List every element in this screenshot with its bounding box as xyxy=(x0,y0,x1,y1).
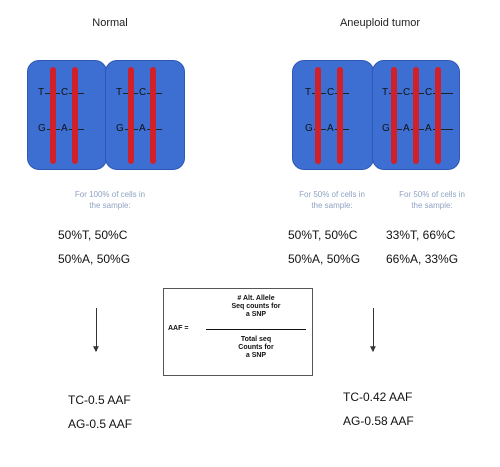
result-tumor-ag: AG-0.58 AAF xyxy=(343,414,414,428)
denominator-line: Total seq xyxy=(240,336,272,343)
down-arrow-tumor xyxy=(373,308,374,351)
tumor-cell-diploid: T C G A xyxy=(292,60,374,170)
freq-normal-ag: 50%A, 50%G xyxy=(58,252,131,266)
base-c: C xyxy=(424,87,434,99)
note-tumor-right: For 50% of cells in the sample: xyxy=(382,189,482,211)
note-line: For 50% of cells in xyxy=(399,190,465,199)
fraction-bar xyxy=(206,329,306,330)
denominator-line: a SNP xyxy=(245,352,267,359)
chromosome xyxy=(128,67,134,164)
numerator-line: Seq counts for xyxy=(231,303,281,310)
chromosome xyxy=(337,67,343,164)
freq-normal-tc: 50%T, 50%C xyxy=(58,228,128,242)
aaf-formula: AAF = # Alt. Allele Seq counts for a SNP… xyxy=(163,288,313,376)
formula-denominator: Total seq Counts for a SNP xyxy=(206,336,306,360)
numerator-line: a SNP xyxy=(245,311,267,318)
result-normal-tc: TC-0.5 AAF xyxy=(68,393,131,407)
base-g: G xyxy=(381,123,391,135)
numerator-line: # Alt. Allele xyxy=(237,295,275,302)
freq-tumor-right-ag: 66%A, 33%G xyxy=(386,252,459,266)
base-g: G xyxy=(37,123,47,135)
chromosome xyxy=(50,67,56,164)
note-line: the sample: xyxy=(411,201,453,210)
base-a: A xyxy=(326,123,335,135)
chromosome xyxy=(435,67,441,164)
base-c: C xyxy=(138,87,148,99)
chromosome xyxy=(413,67,419,164)
base-c: C xyxy=(402,87,412,99)
result-normal-ag: AG-0.5 AAF xyxy=(68,417,133,431)
denominator-line: Counts for xyxy=(238,344,274,351)
base-t: T xyxy=(304,87,313,99)
arrow-head-icon: ▼ xyxy=(368,344,378,355)
note-line: the sample: xyxy=(89,201,131,210)
freq-tumor-left-tc: 50%T, 50%C xyxy=(288,228,358,242)
tumor-title: Aneuploid tumor xyxy=(339,17,421,29)
freq-tumor-left-ag: 50%A, 50%G xyxy=(288,252,361,266)
chromosome xyxy=(150,67,156,164)
note-line: For 50% of cells in xyxy=(299,190,365,199)
note-line: the sample: xyxy=(311,201,353,210)
base-t: T xyxy=(115,87,124,99)
normal-cell-1: T C G A xyxy=(27,60,107,170)
normal-cell-2: T C G A xyxy=(105,60,185,170)
aaf-label: AAF = xyxy=(168,325,189,332)
chromosome xyxy=(72,67,78,164)
chromosome xyxy=(315,67,321,164)
base-a: A xyxy=(60,123,69,135)
note-normal: For 100% of cells in the sample: xyxy=(45,189,175,211)
tumor-cell-triploid: T C C G A A xyxy=(372,60,460,170)
freq-tumor-right-tc: 33%T, 66%C xyxy=(386,228,456,242)
base-t: T xyxy=(381,87,390,99)
base-c: C xyxy=(326,87,336,99)
base-c: C xyxy=(60,87,70,99)
arrow-head-icon: ▼ xyxy=(91,344,101,355)
base-g: G xyxy=(115,123,125,135)
result-tumor-tc: TC-0.42 AAF xyxy=(343,390,413,404)
normal-title: Normal xyxy=(92,17,128,29)
formula-numerator: # Alt. Allele Seq counts for a SNP xyxy=(206,295,306,319)
down-arrow-normal xyxy=(96,308,97,351)
base-a: A xyxy=(138,123,147,135)
base-a: A xyxy=(402,123,411,135)
chromosome xyxy=(391,67,397,164)
base-g: G xyxy=(304,123,314,135)
base-a: A xyxy=(424,123,433,135)
note-tumor-left: For 50% of cells in the sample: xyxy=(282,189,382,211)
note-line: For 100% of cells in xyxy=(74,190,146,199)
base-t: T xyxy=(37,87,46,99)
